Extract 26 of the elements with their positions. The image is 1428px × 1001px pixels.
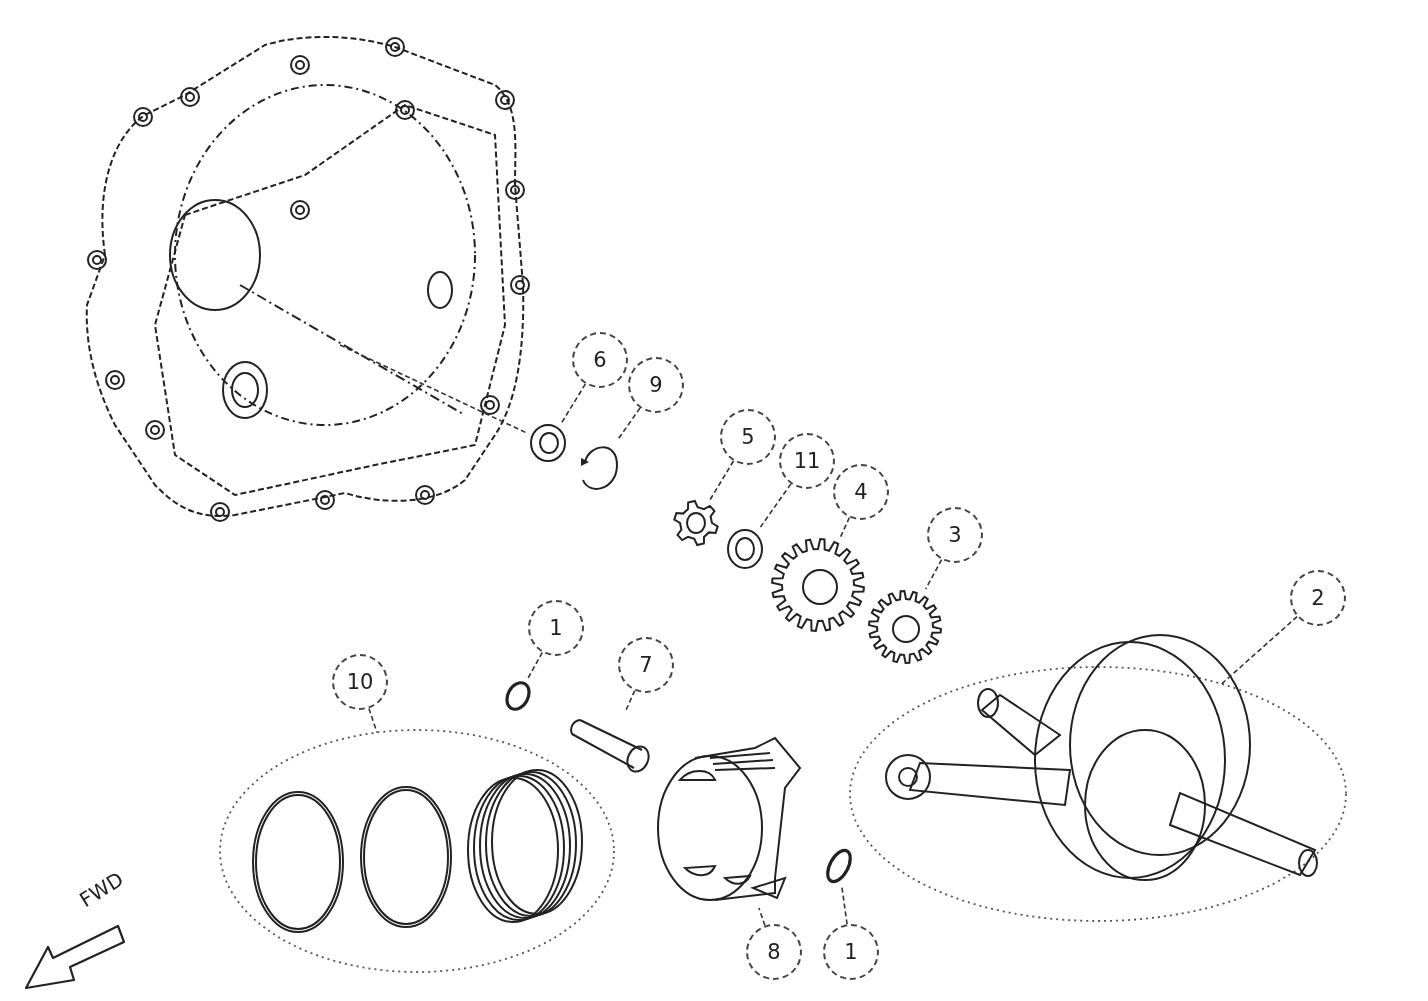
leader-line — [1220, 615, 1298, 685]
leader-line — [624, 689, 636, 713]
callout-number: 7 — [639, 653, 653, 677]
callout-number: 3 — [948, 523, 962, 547]
callout-number: 2 — [1311, 586, 1325, 610]
callout-number: 11 — [793, 449, 821, 473]
leader-line — [758, 907, 766, 927]
leader-line — [839, 516, 851, 538]
callout-number: 6 — [593, 348, 607, 372]
leader-line — [368, 707, 378, 734]
callout-number: 10 — [346, 670, 374, 694]
direction-label: FWD — [75, 866, 128, 912]
leader-line — [759, 483, 792, 528]
callout-number: 8 — [767, 940, 781, 964]
leader-line — [841, 886, 848, 926]
callout-number: 4 — [854, 480, 868, 504]
leader-line — [527, 651, 544, 679]
callout-number: 5 — [741, 425, 755, 449]
callout-number: 9 — [649, 373, 663, 397]
leader-line — [924, 558, 943, 590]
leader-line — [339, 344, 528, 434]
callout-number: 1 — [844, 940, 858, 964]
callout-number: 1 — [549, 616, 563, 640]
leader-line — [560, 383, 587, 424]
leader-line — [709, 460, 735, 501]
leader-line — [616, 407, 641, 441]
